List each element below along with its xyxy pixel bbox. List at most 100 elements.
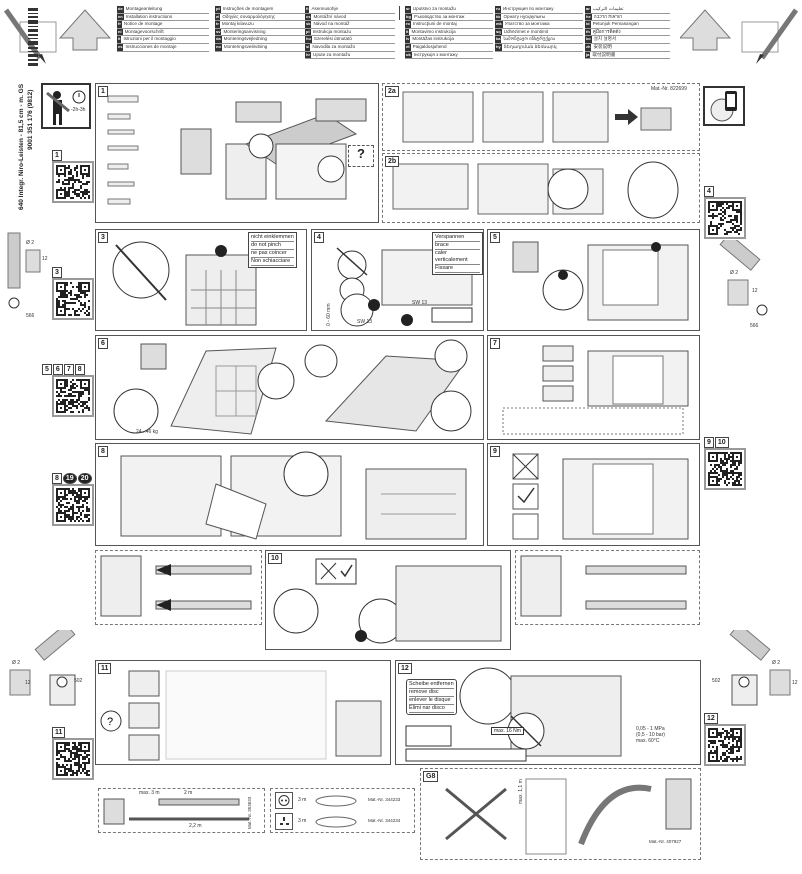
divider	[399, 6, 400, 20]
step-number: 6	[98, 338, 108, 349]
max-height: max. 1,1 m	[518, 779, 524, 804]
qr-code[interactable]	[52, 278, 94, 320]
torque-label: max. 16 Nm	[491, 727, 524, 735]
qr-code[interactable]	[52, 375, 94, 417]
cable-mat-nr: Mat.-Nr. 344233	[368, 797, 401, 802]
product-code: 640 Integr. Niro-Leisten - 81,5 cm - m. …	[18, 83, 25, 210]
panel-step-2a: 2a Mat.-Nr. 822699	[382, 83, 700, 151]
panel-side-trim-left	[95, 550, 262, 625]
panel-step-5: 5	[487, 229, 700, 331]
illustration-side-trim	[520, 555, 687, 617]
step-number: 12	[398, 663, 412, 674]
qr-code[interactable]	[52, 484, 94, 526]
drill-distance: 502	[74, 678, 83, 684]
step-number: 2b	[385, 156, 400, 167]
illustration-plinth-options: ?	[100, 670, 382, 761]
step-number: 3	[98, 232, 108, 243]
step-number: 8	[98, 446, 108, 457]
qr-label: 12	[704, 713, 718, 724]
wrench-size-label: SW 13	[357, 319, 373, 325]
qr-code[interactable]	[52, 161, 94, 203]
drill-distance: 566	[750, 323, 759, 329]
question-mark-icon: ?	[348, 145, 374, 167]
worker-with-wrench-icon	[46, 90, 86, 125]
panel-step-2b: 2b	[382, 153, 700, 223]
drill-diagram-left-bottom: Ø 2 12 502	[0, 623, 92, 710]
illustration-leveling-feet	[336, 247, 473, 327]
g8-mat-nr: Mat.-Nr. 407927	[649, 839, 682, 844]
panel-g8-options: G8 max. 1,1 m Mat.-Nr. 407927	[420, 768, 701, 860]
drill-icon	[9, 623, 76, 706]
qr-code[interactable]	[704, 197, 746, 239]
drill-diameter: Ø 2	[730, 270, 739, 276]
drill-diameter: Ø 2	[12, 660, 21, 666]
step-number: 2a	[385, 86, 399, 97]
barcode	[28, 8, 38, 66]
drill-distance: 566	[26, 313, 35, 319]
qr-label: 1	[52, 150, 62, 161]
illustration-template-alignment	[512, 241, 689, 321]
illustration-cabinet-detail	[392, 161, 679, 219]
drill-diagram-left-top: Ø 2 12 566	[0, 228, 50, 323]
drill-depth: 12	[42, 256, 48, 262]
illustration-door-panel	[113, 339, 472, 435]
qr-label: 4	[704, 186, 714, 197]
panel-side-trim-right	[515, 550, 700, 625]
hose-mat-nr: Mat.-Nr. 353633	[247, 796, 252, 829]
step-number: 10	[268, 553, 282, 564]
pressure-spec: 0,05 - 1 MPa(0,5 - 10 bar)max. 60°C	[636, 726, 665, 744]
qr-label: 3	[52, 267, 62, 278]
hose-max-length: max. 3 m	[139, 790, 160, 796]
illustration-side-trim	[100, 555, 252, 617]
panel-step-9: 9	[487, 443, 700, 546]
illustration-alignment-check	[512, 453, 689, 540]
qr-code[interactable]	[704, 448, 746, 490]
schuko-socket-icon	[275, 792, 293, 809]
step-number: 1	[98, 86, 108, 97]
illustration-hose-routing	[112, 241, 257, 326]
panel-step-6: 6 24...46 kg	[95, 335, 484, 440]
drill-depth: 12	[25, 680, 31, 686]
time-estimate: -2h-3h	[71, 107, 86, 113]
height-range-label: 0 - 60 mm	[326, 303, 332, 326]
step-number: 11	[98, 663, 112, 674]
pencil-corner-icon-right	[680, 8, 799, 64]
drill-depth: 12	[752, 288, 758, 294]
illustration-parts-and-installation	[107, 95, 367, 205]
step-number: 4	[314, 232, 324, 243]
step-number: G8	[423, 771, 439, 782]
cable-length: 3 m	[298, 797, 307, 803]
drill-diameter: Ø 2	[26, 240, 35, 246]
drill-diagram-right-top: Ø 2 12 566	[710, 233, 802, 335]
panel-power-cables: 3 m 3 m Mat.-Nr. 344233 Mat.-Nr. 344234	[270, 788, 415, 833]
panel-step-11: 11 ?	[95, 660, 391, 765]
panel-step-10: 10	[265, 550, 511, 650]
illustration-trim-screwing	[273, 558, 502, 644]
illustration-cabinet-niche	[402, 91, 672, 143]
cable-length: 2,2 m	[189, 823, 202, 829]
installer-time-box: -2h-3h	[41, 83, 91, 129]
drill-icon	[729, 623, 791, 706]
step-number: 7	[490, 338, 500, 349]
step-number: 9	[490, 446, 500, 457]
panel-step-1: 1	[95, 83, 379, 223]
illustration-g8-accessories	[445, 778, 692, 855]
qr-code[interactable]	[52, 738, 94, 780]
qr-code[interactable]	[704, 724, 746, 766]
panel-step-7: 7	[487, 335, 700, 440]
svg-text:?: ?	[107, 716, 113, 728]
illustration-door-adjustment	[120, 451, 467, 540]
